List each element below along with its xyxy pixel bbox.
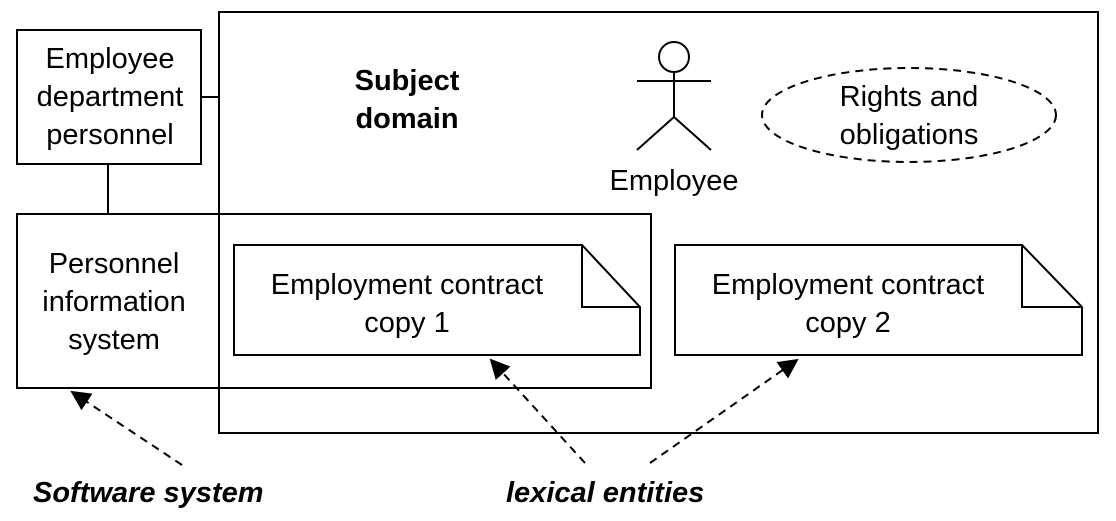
lexical-arrow-copy-1 xyxy=(489,358,586,464)
rights-obligations-label: Rights and obligations xyxy=(840,78,979,154)
employee-department-line-3: personnel xyxy=(46,119,174,151)
contract-copy-1-line-2: copy 1 xyxy=(364,307,450,339)
contract-copy-1-label: Employment contract copy 1 xyxy=(271,266,543,342)
rights-ellipse xyxy=(761,67,1057,163)
employee-department-line-1: Employee xyxy=(45,43,175,75)
subject-domain-line-2: domain xyxy=(355,103,459,135)
personnel-system-label: Personnel information system xyxy=(42,245,185,359)
contract-copy-2-label: Employment contract copy 2 xyxy=(712,266,984,342)
rights-line-2: obligations xyxy=(839,119,979,151)
contract-copy-2-line-2: copy 2 xyxy=(805,307,891,339)
contract-copy-2-line-1: Employment contract xyxy=(711,269,985,301)
software-system-caption: Software system xyxy=(33,477,264,509)
lexical-entities-caption: lexical entities xyxy=(506,477,705,509)
contract-copy-2-document xyxy=(674,244,1083,356)
contract-copy-1-document xyxy=(233,244,641,356)
personnel-system-line-2: information xyxy=(42,286,186,318)
subject-domain-line-1: Subject xyxy=(354,65,460,97)
personnel-system-line-1: Personnel xyxy=(48,248,180,280)
subject-domain-box xyxy=(218,11,1099,434)
rights-line-1: Rights and xyxy=(839,81,979,113)
personnel-system-box xyxy=(16,213,652,389)
software-system-arrow xyxy=(70,390,183,466)
employee-department-line-2: department xyxy=(36,81,184,113)
lexical-arrow-copy-2 xyxy=(649,358,799,464)
employee-actor-label: Employee xyxy=(609,165,739,197)
employee-actor-icon xyxy=(636,41,712,151)
personnel-system-line-3: system xyxy=(68,324,160,356)
contract-copy-1-line-1: Employment contract xyxy=(270,269,544,301)
employee-department-label: Employee department personnel xyxy=(37,40,184,154)
subject-domain-title: Subject domain xyxy=(355,62,460,138)
